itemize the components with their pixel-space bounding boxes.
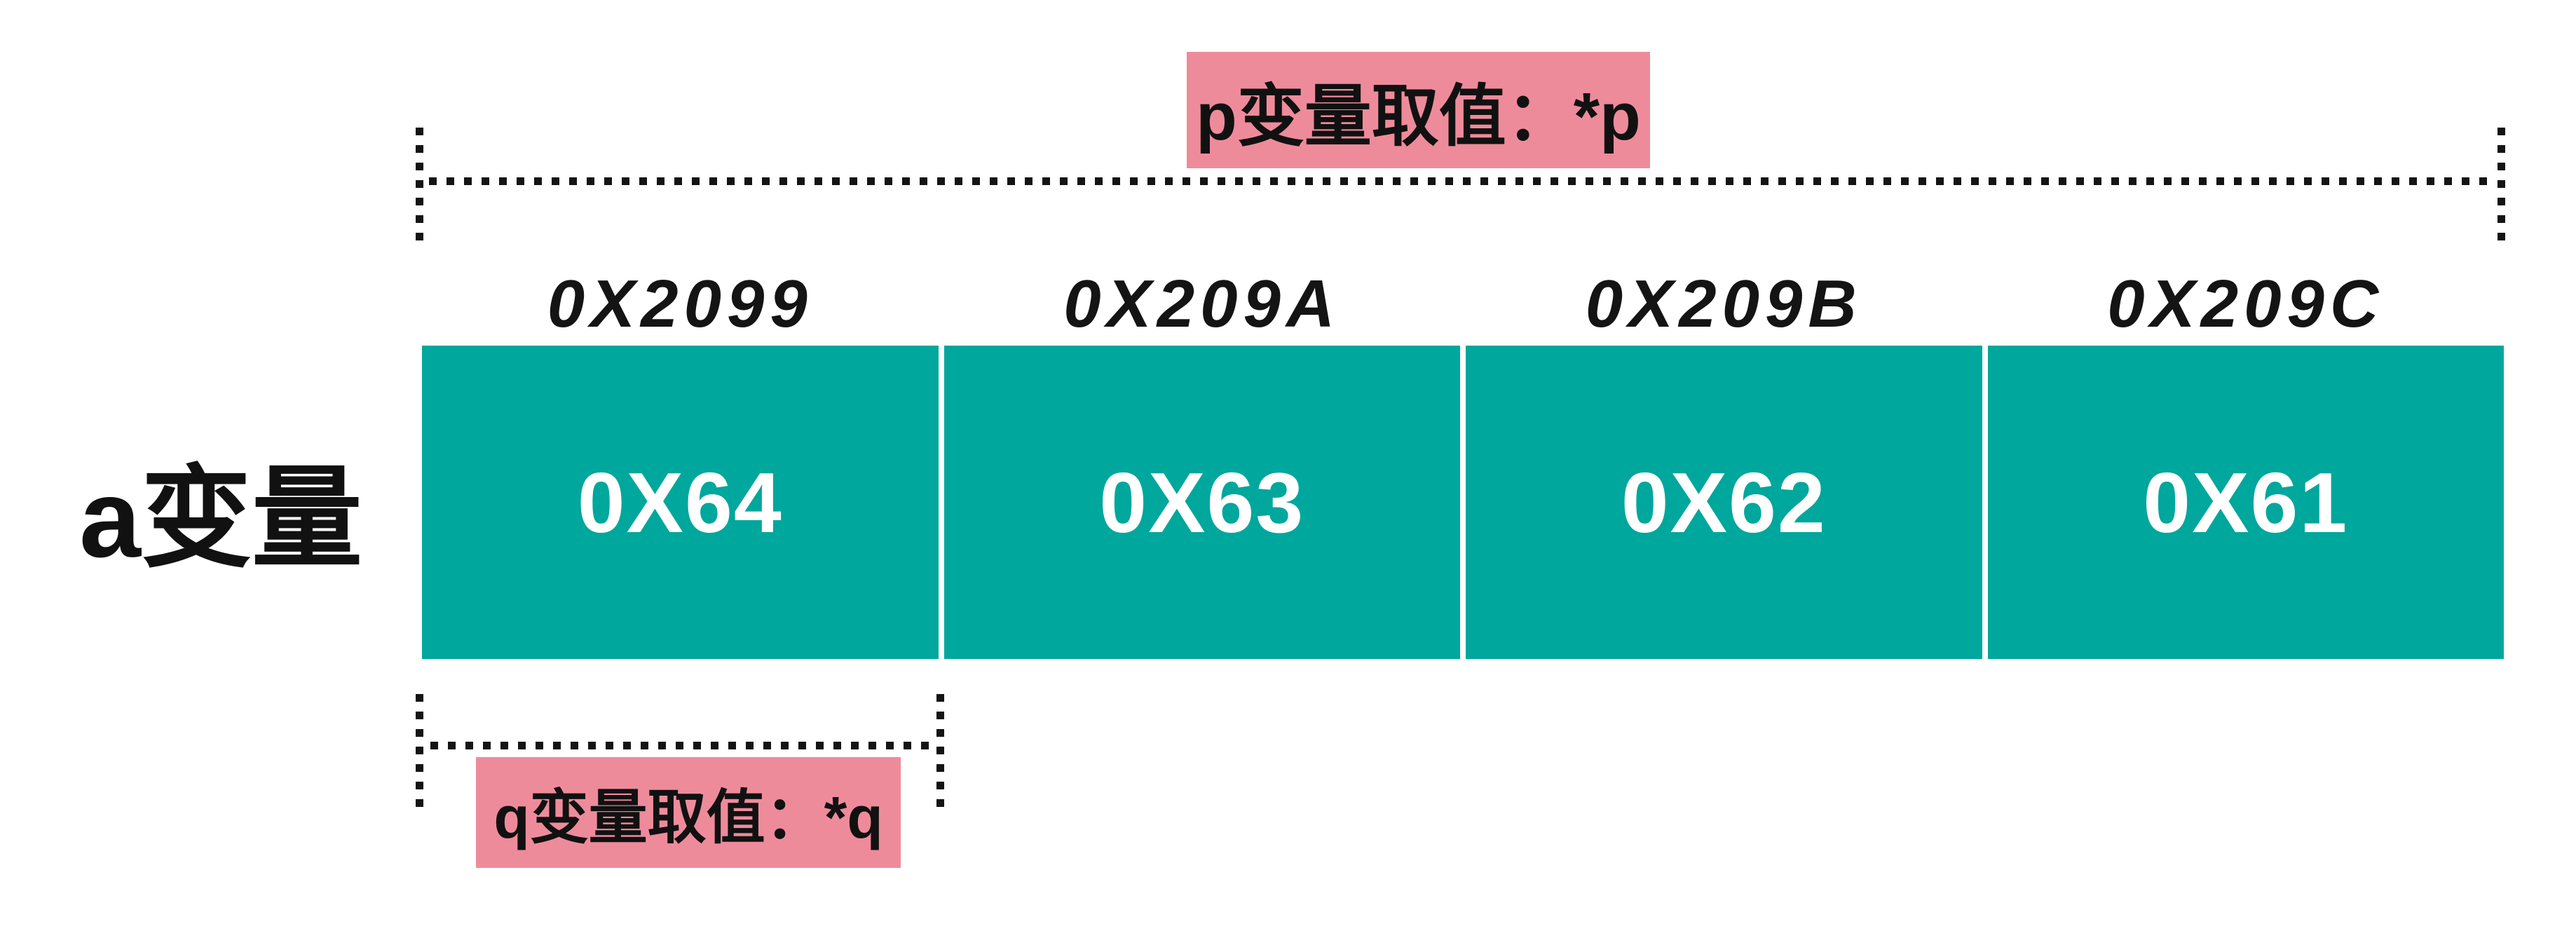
address-label-row: 0X2099 0X209A 0X209B 0X209C	[422, 269, 2504, 339]
p-bracket-left-tick	[416, 128, 423, 240]
memory-cell-value: 0X62	[1621, 454, 1827, 550]
q-bracket-right-tick	[936, 694, 944, 807]
address-label-0x209b: 0X209B	[1585, 266, 1862, 341]
memory-cell-row: 0X64 0X63 0X62 0X61	[422, 346, 2504, 659]
memory-cell-value: 0X61	[2143, 454, 2349, 550]
q-bracket-left-tick	[416, 694, 423, 807]
memory-cell-value: 0X63	[1099, 454, 1305, 550]
q-annotation-label: q变量取值：*q	[476, 757, 901, 868]
memory-cell-0x209b: 0X62	[1466, 346, 1982, 659]
p-bracket-right-tick	[2497, 128, 2505, 240]
p-annotation-label: p变量取值：*p	[1187, 52, 1650, 168]
memory-cell-0x209c: 0X61	[1987, 346, 2504, 659]
address-label-0x2099: 0X2099	[547, 266, 813, 341]
p-bracket-line	[429, 177, 2490, 185]
memory-cell-value: 0X64	[577, 454, 783, 550]
q-bracket-line	[430, 742, 936, 749]
address-label-0x209a: 0X209A	[1063, 266, 1341, 341]
memory-cell-0x2099: 0X64	[422, 346, 939, 659]
address-label-0x209c: 0X209C	[2107, 266, 2385, 341]
array-variable-label: a变量	[79, 456, 362, 580]
memory-cell-0x209a: 0X63	[943, 346, 1460, 659]
